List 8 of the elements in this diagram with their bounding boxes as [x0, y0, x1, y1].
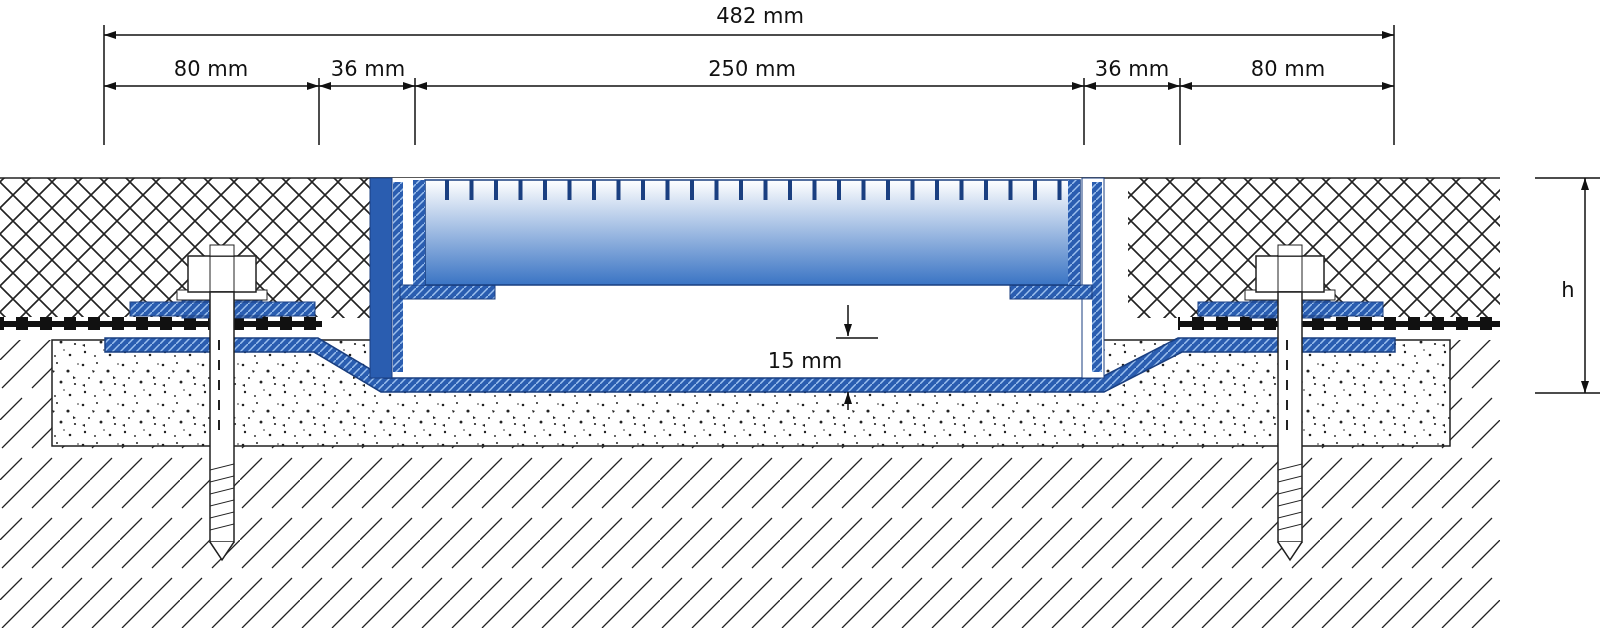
dimension-label: h	[1561, 278, 1575, 302]
dimension-label: 482 mm	[716, 4, 804, 28]
dimension-label: 80 mm	[173, 57, 249, 81]
dimension-label: 36 mm	[1094, 57, 1170, 81]
dimension-label: 250 mm	[708, 57, 796, 81]
dimension-label: 80 mm	[1250, 57, 1326, 81]
dimension-label: 15 mm	[767, 349, 843, 373]
dimension-label: 36 mm	[330, 57, 406, 81]
